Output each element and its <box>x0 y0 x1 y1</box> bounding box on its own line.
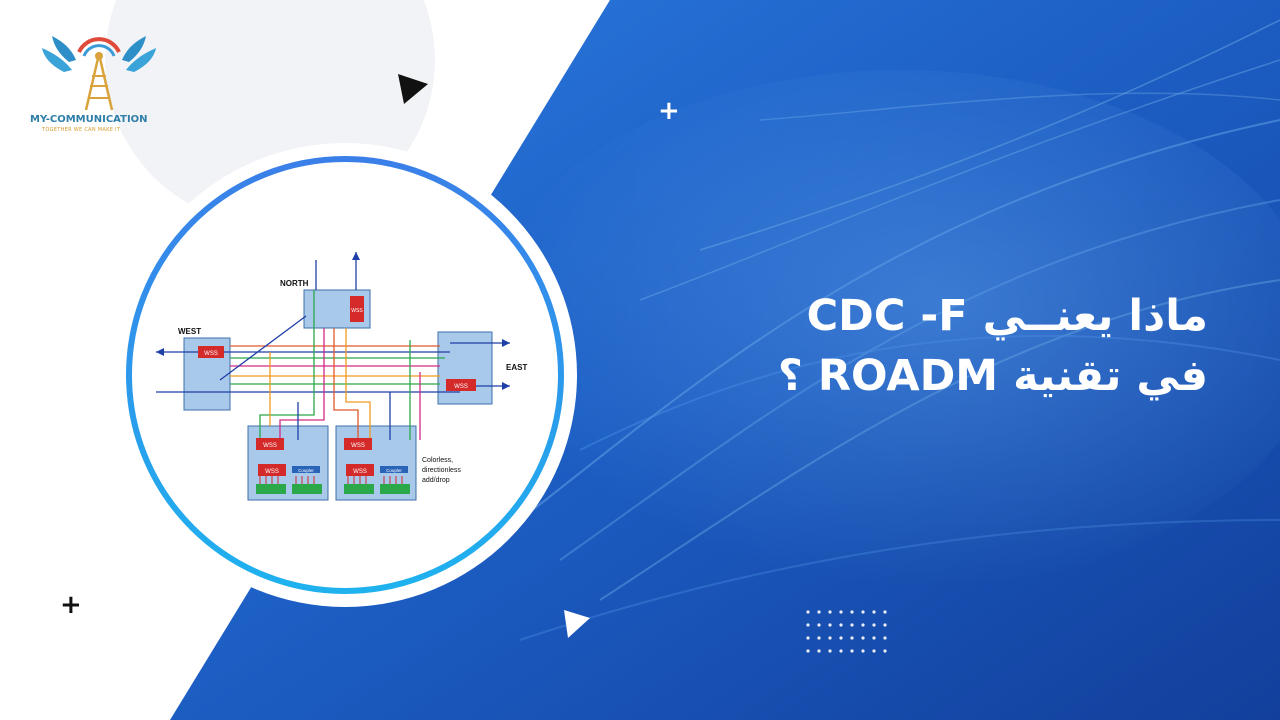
caption-line: Colorless, <box>422 457 453 464</box>
plus-icon: + <box>60 590 82 620</box>
east-label: EAST <box>506 363 527 372</box>
coupler-block <box>292 466 320 473</box>
wss-label: WSS <box>351 308 363 314</box>
wss-label: WSS <box>351 443 365 449</box>
roadm-diagram: WSS WSS WSS WSS WSS WSS WSS Coupler Coup… <box>113 143 577 607</box>
brand-tagline: TOGETHER WE CAN MAKE IT <box>42 127 121 133</box>
brand-logo <box>42 36 156 111</box>
wss-block <box>198 296 476 476</box>
headline: ماذا يعنــي CDC -F في تقنية ROADM ؟ <box>608 286 1208 406</box>
brand-name: MY-COMMUNICATION <box>30 114 148 125</box>
wss-label: WSS <box>353 469 367 475</box>
plus-icon: + <box>658 96 680 126</box>
wss-label: WSS <box>265 469 279 475</box>
wss-label: WSS <box>263 443 277 449</box>
headline-line-1: ماذا يعنــي CDC -F <box>806 291 1208 341</box>
triangle-icon <box>564 610 590 638</box>
coupler-label: Coupler <box>298 468 314 473</box>
coupler-block <box>380 466 408 473</box>
west-label: WEST <box>178 327 201 336</box>
north-label: NORTH <box>280 279 309 288</box>
wss-label: WSS <box>204 351 218 357</box>
coupler-label: Coupler <box>386 468 402 473</box>
port-block <box>256 484 410 494</box>
triangle-icon <box>398 74 428 104</box>
caption-line: add/drop <box>422 477 450 484</box>
dot-grid-icon <box>806 610 887 653</box>
wss-label: WSS <box>454 384 468 390</box>
headline-line-2: في تقنية ROADM ؟ <box>777 351 1208 401</box>
caption-line: directionless <box>422 467 461 474</box>
